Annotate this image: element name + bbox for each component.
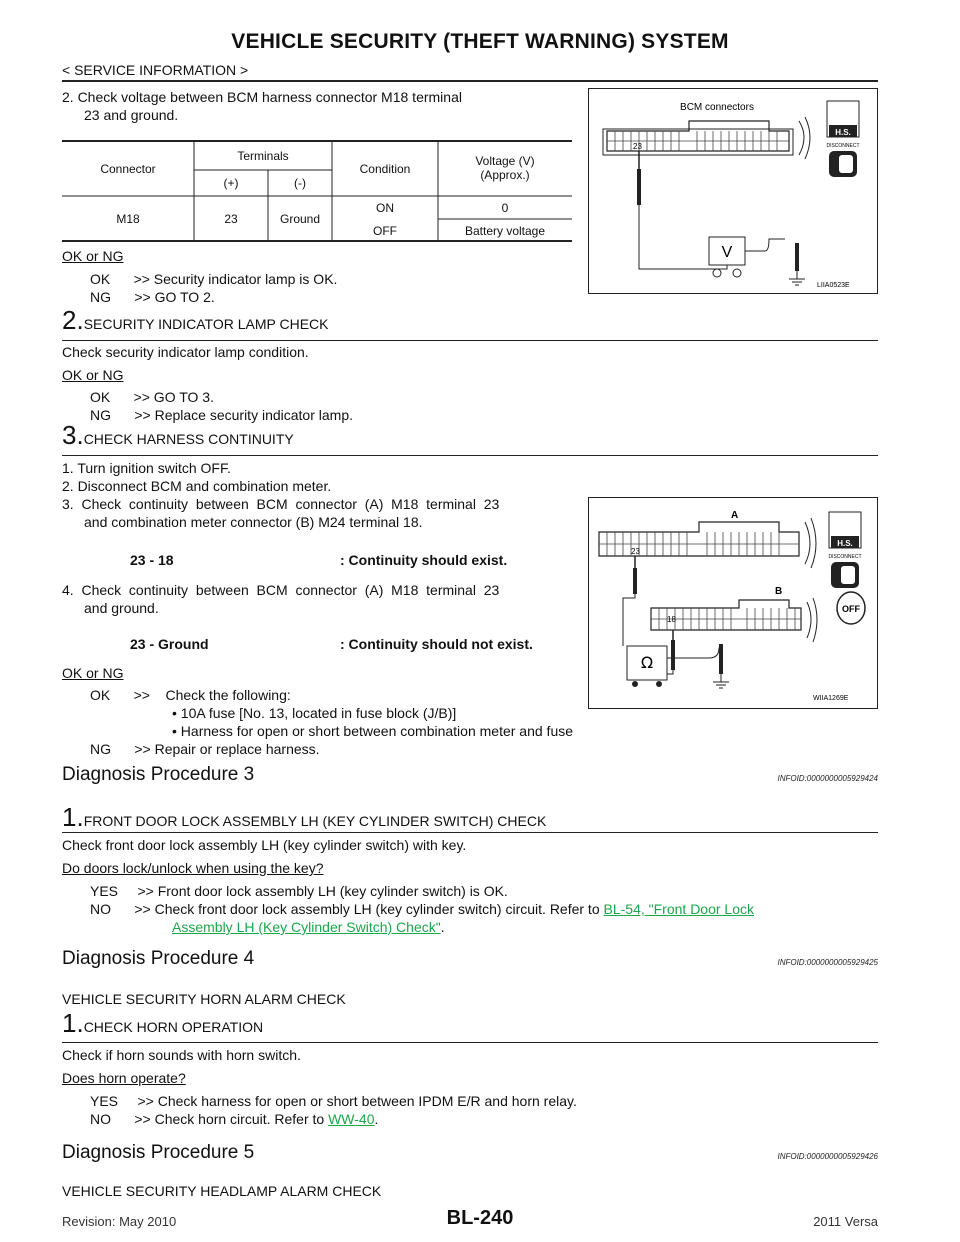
continuity-2-label: 23 - Ground bbox=[130, 636, 209, 652]
td-connector: M18 bbox=[116, 212, 140, 226]
step-3-instructions: 1. Turn ignition switch OFF. 2. Disconne… bbox=[62, 460, 500, 530]
ok-or-ng-1: OK or NG bbox=[62, 248, 124, 264]
proc-3-rule bbox=[62, 832, 878, 833]
th-connector: Connector bbox=[100, 162, 156, 176]
proc-4-subtitle: VEHICLE SECURITY HORN ALARM CHECK bbox=[62, 991, 346, 1007]
result-list-1: OK >> Security indicator lamp is OK. NG … bbox=[90, 271, 338, 305]
ok-or-ng-2: OK or NG bbox=[62, 367, 124, 383]
th-terminals: Terminals bbox=[237, 149, 289, 163]
svg-text:BCM connectors: BCM connectors bbox=[680, 102, 754, 113]
step-2-rule bbox=[62, 340, 878, 341]
svg-text:H.S.: H.S. bbox=[835, 128, 851, 137]
ok-or-ng-3: OK or NG bbox=[62, 665, 124, 681]
proc-3-question: Do doors lock/unlock when using the key? bbox=[62, 860, 324, 876]
svg-text:A: A bbox=[731, 510, 738, 521]
svg-text:WIIA1269E: WIIA1269E bbox=[813, 695, 849, 702]
proc-4-rule bbox=[62, 1042, 878, 1043]
step-2-text: Check security indicator lamp condition. bbox=[62, 344, 309, 360]
svg-text:DISCONNECT: DISCONNECT bbox=[828, 554, 861, 560]
proc-5-title: Diagnosis Procedure 5 bbox=[62, 1142, 255, 1163]
proc-5-subtitle: VEHICLE SECURITY HEADLAMP ALARM CHECK bbox=[62, 1183, 382, 1199]
step-3-rule bbox=[62, 455, 878, 456]
svg-text:H.S.: H.S. bbox=[837, 539, 853, 548]
proc-4-step-heading: 1.CHECK HORN OPERATION bbox=[62, 1008, 264, 1038]
td-plus: 23 bbox=[224, 212, 238, 226]
continuity-1-label: 23 - 18 bbox=[130, 552, 174, 568]
svg-text:23: 23 bbox=[631, 547, 640, 556]
proc-4-question: Does horn operate? bbox=[62, 1070, 186, 1086]
model-year: 2011 Versa bbox=[813, 1214, 878, 1229]
svg-text:LIIA0523E: LIIA0523E bbox=[817, 282, 850, 289]
svg-text:23: 23 bbox=[633, 142, 642, 151]
step-2-heading: 2.SECURITY INDICATOR LAMP CHECK bbox=[62, 305, 329, 335]
proc-3-text: Check front door lock assembly LH (key c… bbox=[62, 837, 467, 853]
td-minus: Ground bbox=[279, 212, 321, 226]
th-minus: (-) bbox=[294, 176, 306, 190]
proc-4-text: Check if horn sounds with horn switch. bbox=[62, 1047, 301, 1063]
link-bl-54-cont[interactable]: Assembly LH (Key Cylinder Switch) Check" bbox=[172, 919, 441, 935]
page-title: VEHICLE SECURITY (THEFT WARNING) SYSTEM bbox=[231, 30, 729, 53]
svg-text:18: 18 bbox=[667, 615, 676, 624]
result-list-2: OK >> GO TO 3. NG >> Replace security in… bbox=[90, 389, 353, 423]
th-condition: Condition bbox=[359, 162, 411, 176]
th-voltage: Voltage (V) (Approx.) bbox=[475, 154, 535, 182]
proc-3-title: Diagnosis Procedure 3 bbox=[62, 764, 255, 785]
proc-4-title: Diagnosis Procedure 4 bbox=[62, 948, 255, 969]
voltage-table-grid bbox=[62, 140, 572, 242]
td-volt-off: Battery voltage bbox=[464, 224, 546, 238]
link-ww-40[interactable]: WW-40 bbox=[328, 1111, 375, 1127]
link-bl-54[interactable]: BL-54, "Front Door Lock bbox=[603, 901, 754, 917]
td-cond-off: OFF bbox=[373, 224, 397, 238]
th-plus: (+) bbox=[223, 176, 239, 190]
proc-5-infoid: INFOID:0000000005929426 bbox=[777, 1152, 878, 1161]
bcm-voltage-drawing: BCM connectors 23 V H.S. DIS bbox=[602, 100, 860, 289]
td-cond-on: ON bbox=[376, 201, 394, 215]
step-3-heading: 3.CHECK HARNESS CONTINUITY bbox=[62, 420, 294, 450]
proc-4-results: YES >> Check harness for open or short b… bbox=[90, 1093, 577, 1127]
result-list-3: OK >> Check the following: • 10A fuse [N… bbox=[90, 687, 574, 757]
prev-step-text: 2. Check voltage between BCM harness con… bbox=[62, 89, 462, 123]
svg-text:OFF: OFF bbox=[842, 604, 860, 614]
svg-text:Ω: Ω bbox=[641, 653, 653, 672]
page-number: BL-240 bbox=[446, 1207, 514, 1229]
bcm-voltage-diagram: BCM connectors 23 V H.S. DIS bbox=[588, 88, 878, 294]
continuity-drawing: A 23 B 18 bbox=[598, 510, 866, 702]
continuity-diagram: A 23 B 18 bbox=[588, 497, 878, 709]
header-rule bbox=[62, 80, 878, 82]
svg-text:B: B bbox=[775, 586, 782, 597]
proc-3-step-heading: 1.FRONT DOOR LOCK ASSEMBLY LH (KEY CYLIN… bbox=[62, 802, 547, 832]
revision-date: Revision: May 2010 bbox=[62, 1214, 177, 1229]
svg-text:DISCONNECT: DISCONNECT bbox=[826, 143, 859, 149]
voltage-table: Connector Terminals (+) (-) Condition Vo… bbox=[62, 140, 572, 242]
continuity-2-value: : Continuity should not exist. bbox=[340, 636, 533, 652]
continuity-1-value: : Continuity should exist. bbox=[340, 552, 508, 568]
section-label: < SERVICE INFORMATION > bbox=[62, 62, 249, 78]
svg-text:V: V bbox=[722, 244, 733, 261]
td-volt-on: 0 bbox=[501, 201, 509, 215]
proc-3-results: YES >> Front door lock assembly LH (key … bbox=[90, 883, 754, 935]
proc-3-infoid: INFOID:0000000005929424 bbox=[777, 774, 878, 783]
proc-4-infoid: INFOID:0000000005929425 bbox=[777, 958, 878, 967]
step-3-instruction-4: 4. Check continuity between BCM connecto… bbox=[62, 582, 500, 616]
